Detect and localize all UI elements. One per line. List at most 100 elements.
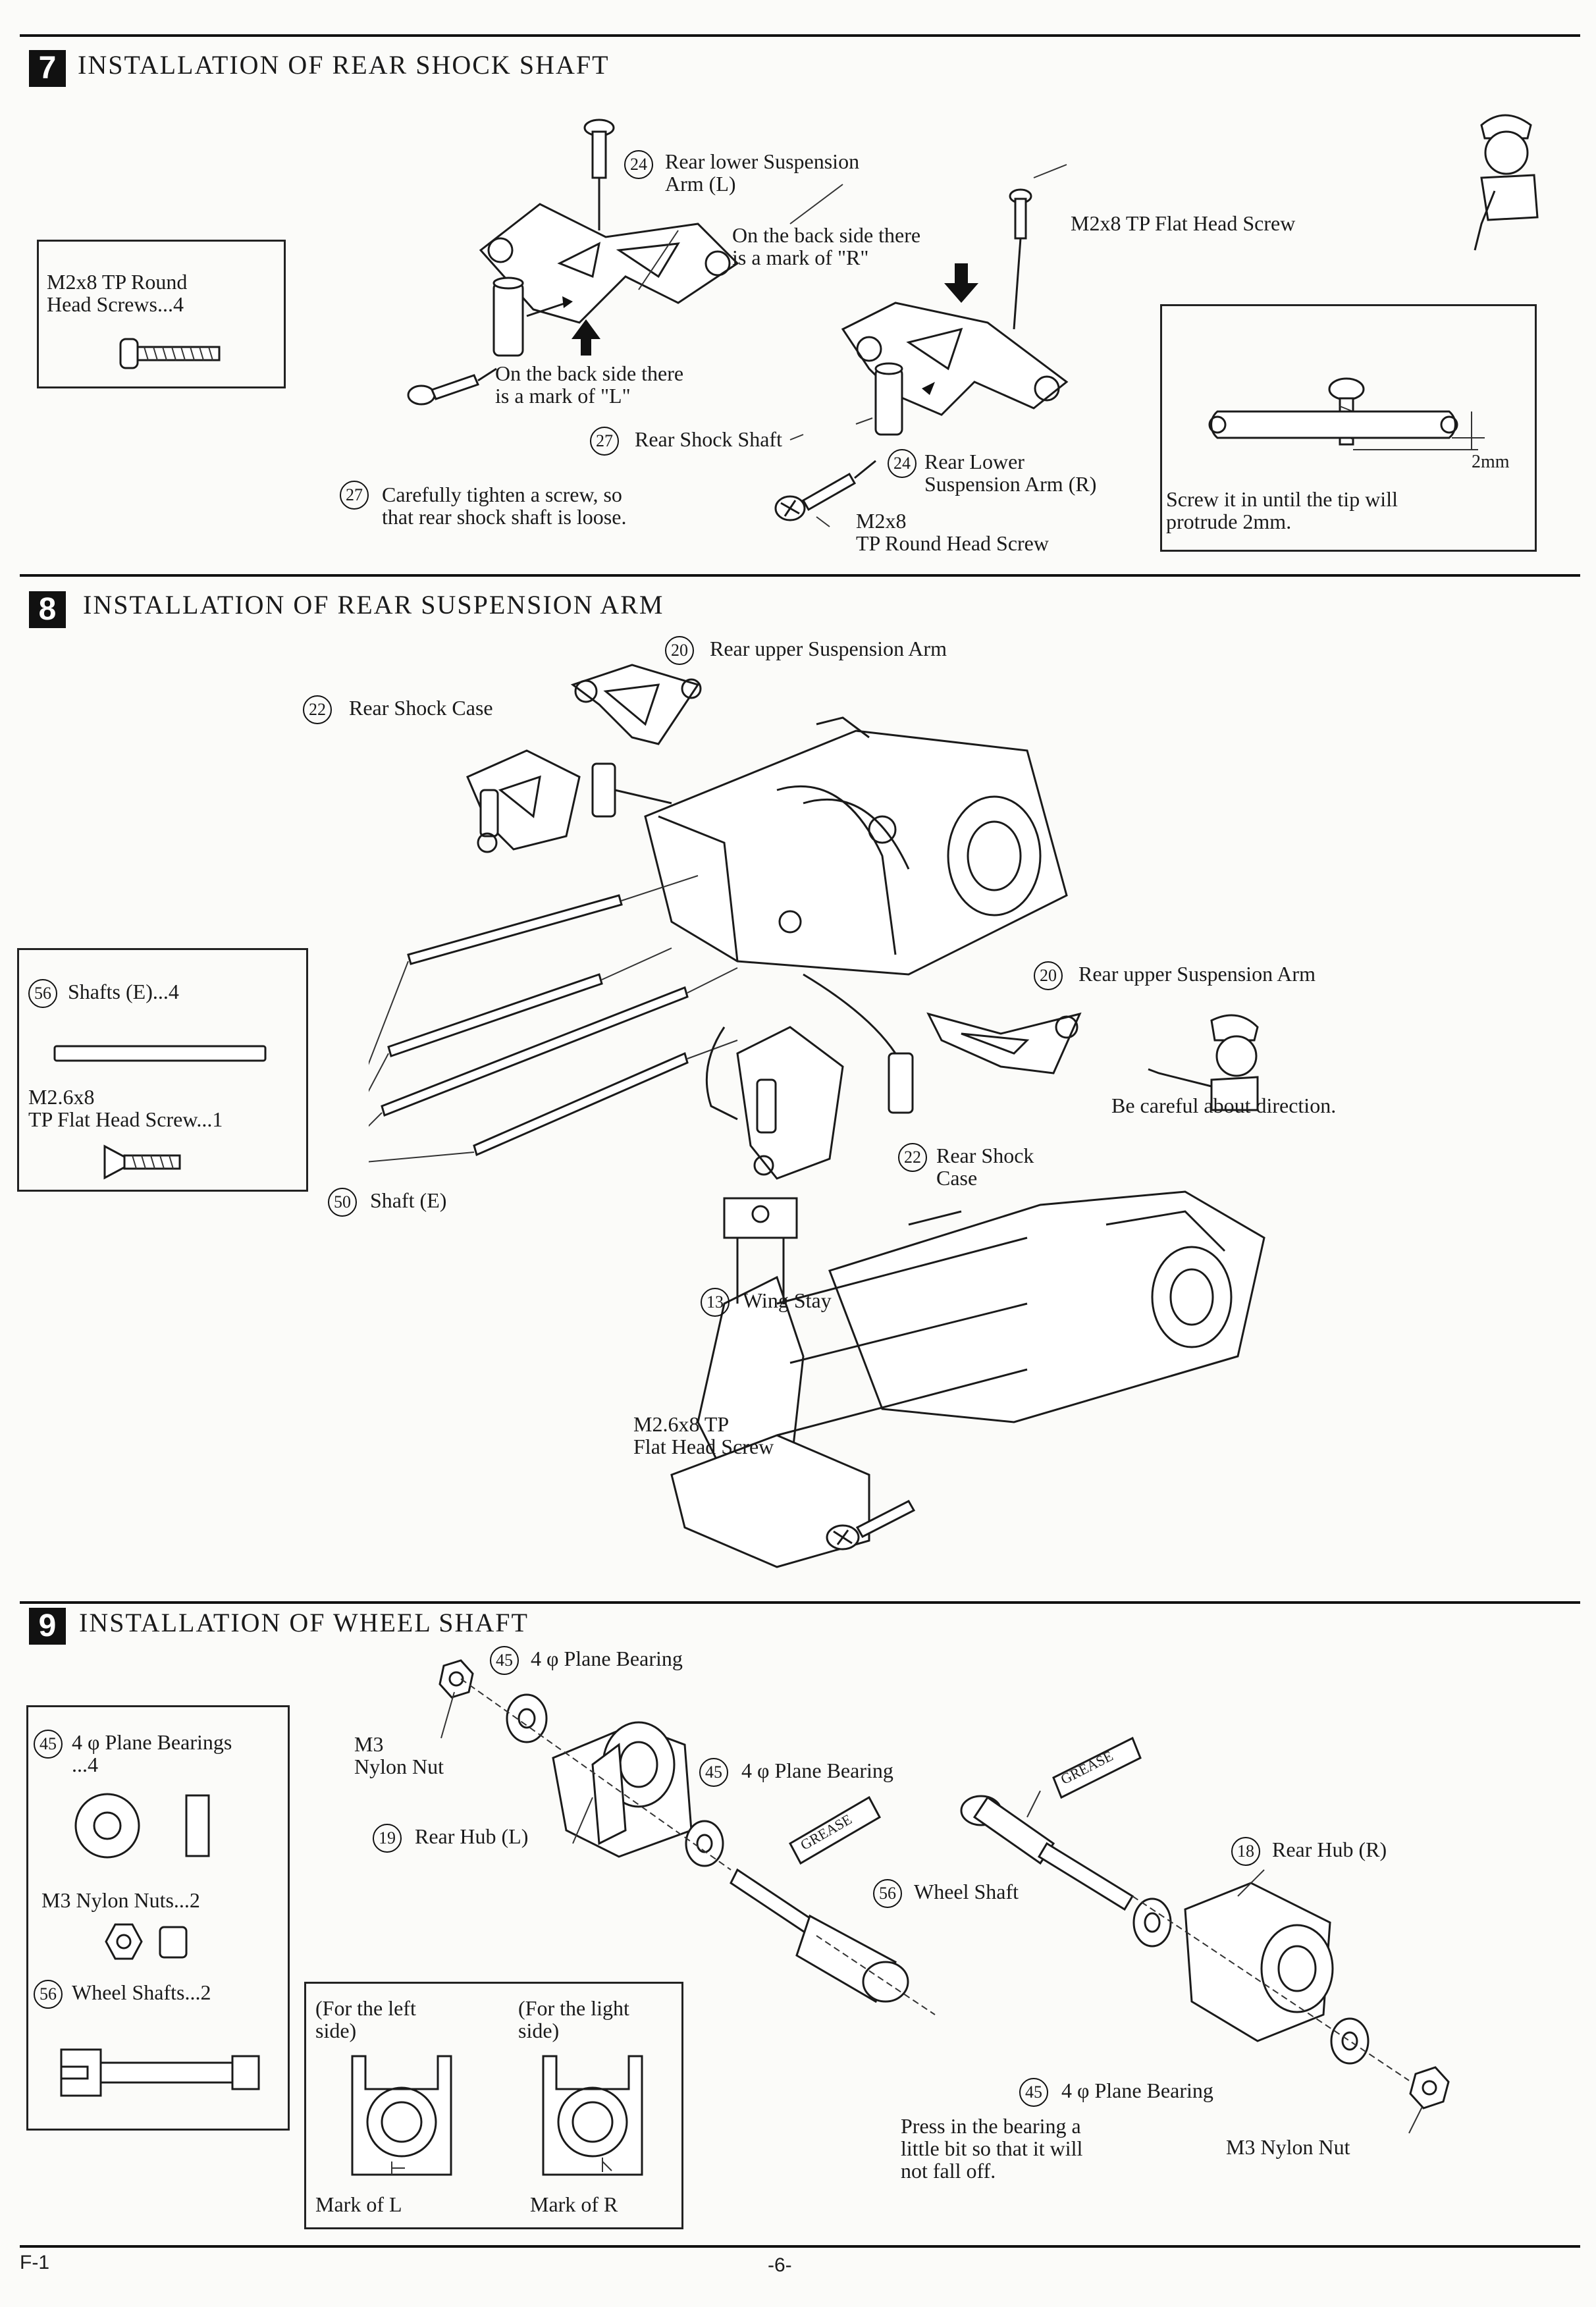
mascot-boy-icon [1474,114,1539,251]
label-hub-l: Rear Hub (L) [415,1824,529,1848]
step-8-title: INSTALLATION OF REAR SUSPENSION ARM [83,590,664,620]
label-rear-lower-arm-r: Rear Lower Suspension Arm (R) [924,450,1097,496]
label-20a: 20 [665,636,699,665]
label-56: 56 [873,1879,907,1908]
upper-arm-right-drawing [926,1012,1082,1074]
label-bearing-b: 4 φ Plane Bearing [741,1759,893,1782]
label-tip-note: Screw it in until the tip will protrude … [1166,487,1398,533]
label-45a: 45 [490,1646,524,1675]
part-number-24b-circle: 24 [888,449,917,478]
parts-box-screws-label: M2x8 TP Round Head Screws...4 [47,270,188,316]
step-7-title: INSTALLATION OF REAR SHOCK SHAFT [78,50,610,80]
bearing-icon [74,1793,210,1859]
part-number-22b-circle: 22 [898,1143,927,1172]
part-number-56c-circle: 56 [873,1879,902,1908]
step-7-number: 7 [29,50,66,87]
label-mark-l: On the back side there is a mark of "L" [495,361,684,408]
label-nylon-nut-b: M3 Nylon Nut [1226,2135,1350,2159]
parts-box-nuts-label: M3 Nylon Nuts...2 [41,1888,200,1912]
label-upper-arm-b: Rear upper Suspension Arm [1078,962,1316,986]
label-shock-case-a: Rear Shock Case [349,696,493,720]
assembled-unit-drawing [670,1190,1265,1568]
label-shock-case-b: Rear Shock Case [936,1144,1034,1190]
parts-box-screw-label: M2.6x8 TP Flat Head Screw...1 [28,1085,223,1131]
hub-right-mark-drawing [542,2055,643,2176]
label-right-side: (For the light side) [518,1996,629,2042]
step-8-number: 8 [29,591,66,628]
part-number-56b-circle: 56 [34,1980,63,2009]
shafts-e-drawing [369,875,738,1163]
step-9-title: INSTALLATION OF WHEEL SHAFT [79,1608,529,1637]
part-number-20a-circle: 20 [665,636,694,665]
label-27b: 27 [340,481,374,510]
grease-tag-right-icon [1052,1736,1142,1799]
label-13: 13 [701,1288,735,1317]
section-8-top-rule [20,574,1580,577]
lower-arm-right-drawing [705,1026,844,1180]
parts-box-wheel-shafts-label: Wheel Shafts...2 [72,1980,211,2004]
label-press-note: Press in the bearing a little bit so tha… [901,2114,1083,2183]
screw-bottom-left-icon [407,367,497,406]
grease-tag-left-icon [788,1795,882,1865]
label-left-side: (For the left side) [315,1996,416,2042]
step-9-diagram [439,1659,1450,2134]
hub-left-mark-drawing [351,2055,452,2176]
rear-hub-right-drawing [1184,1882,1334,2042]
wheel-shaft-left-drawing [730,1868,909,2003]
parts-box-56b: 56 [34,1980,68,2009]
screw-bottom-right-icon [774,460,876,521]
screw-top-left-icon [583,119,615,230]
page-number: -6- [768,2254,792,2276]
gearbox-drawing [644,716,1068,976]
hub-mark-box: (For the left side) (For the light side)… [304,1982,683,2229]
label-20b: 20 [1034,961,1068,990]
footer-code: F-1 [20,2252,49,2273]
screw-tip-box: 2mm Screw it in until the tip will protr… [1160,304,1537,552]
rear-hub-left-drawing [552,1721,693,1858]
parts-box-56: 56 [28,979,63,1008]
part-number-27-circle: 27 [590,427,619,456]
shock-shaft-left-drawing [492,277,573,357]
shock-case-right-drawing [803,973,914,1114]
section-7-top-rule [20,34,1580,37]
part-number-24-circle: 24 [624,150,653,179]
part-number-27b-circle: 27 [340,481,369,510]
nylon-nut-icon [105,1923,188,1960]
label-wing-stay: Wing Stay [743,1288,832,1312]
parts-box-45: 45 [34,1730,68,1759]
label-24b: 24 [888,449,922,478]
flat-head-screw-icon [103,1144,181,1180]
label-rear-lower-arm-l: Rear lower Suspension Arm (L) [665,149,860,196]
step-9-number: 9 [29,1608,66,1645]
label-27a: 27 [590,427,624,456]
parts-box-bearings-label: 4 φ Plane Bearings ...4 [72,1730,232,1776]
step-7-diagram [407,119,1069,527]
part-number-56-circle: 56 [28,979,57,1008]
label-rear-shock-shaft: Rear Shock Shaft [635,427,782,451]
shaft-e-icon [53,1045,267,1062]
shock-case-left-drawing [591,762,672,818]
label-wheel-shaft: Wheel Shaft [914,1880,1019,1903]
label-round-head-screw: M2x8 TP Round Head Screw [856,509,1049,555]
wheel-shaft-right-drawing [960,1795,1134,1911]
part-number-20b-circle: 20 [1034,961,1063,990]
label-arm-l: 24 [624,150,658,179]
lower-arm-left-drawing [466,749,581,853]
label-flat-screw: M2x8 TP Flat Head Screw [1071,211,1296,235]
part-number-45b-circle: 45 [699,1758,728,1787]
label-shaft-e: Shaft (E) [370,1188,447,1212]
label-19: 19 [373,1824,407,1853]
upper-arm-left-drawing [570,664,702,745]
footer-rule [20,2245,1580,2248]
m26-screw-icon [826,1500,916,1551]
parts-box-shafts: 56 Shafts (E)...4 M2.6x8 TP Flat Head Sc… [17,948,308,1192]
label-m26-flat-screw: M2.6x8 TP Flat Head Screw [633,1412,774,1458]
part-number-50-circle: 50 [328,1188,357,1217]
label-mark-of-l: Mark of L [315,2192,402,2216]
label-hub-r: Rear Hub (R) [1272,1838,1387,1861]
parts-box-shafts-label: Shafts (E)...4 [68,980,179,1003]
label-dim-2mm: 2mm [1472,452,1510,472]
step-8-diagram [369,664,1265,1568]
part-number-18-circle: 18 [1231,1837,1260,1866]
label-careful: Be careful about direction. [1111,1094,1337,1117]
